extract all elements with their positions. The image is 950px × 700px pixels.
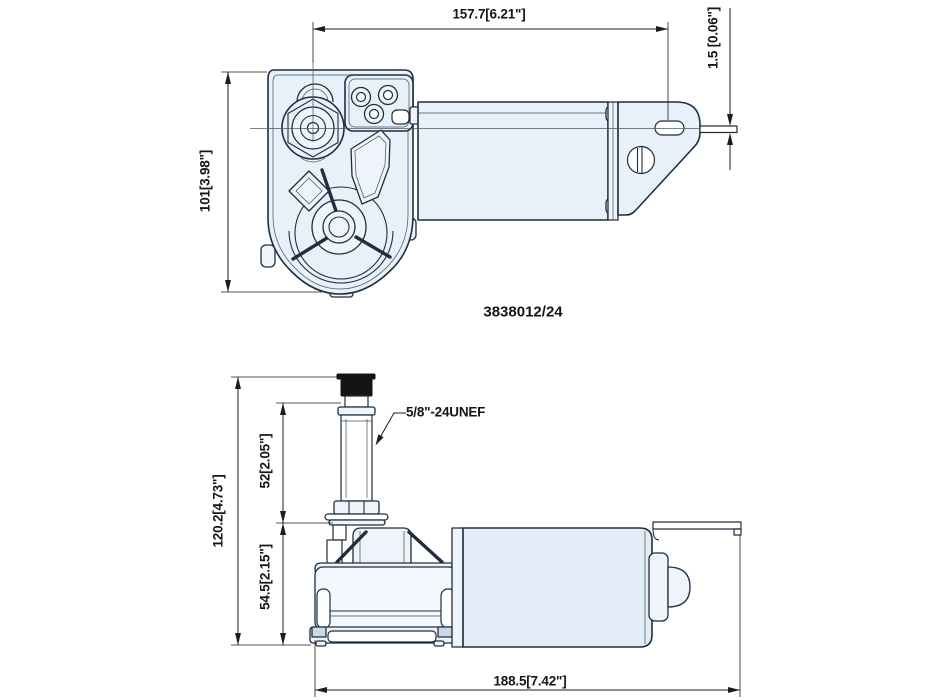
dimension-tab-thickness	[727, 8, 733, 170]
gearbox-body-side	[309, 566, 458, 647]
mounting-bracket-side	[652, 521, 742, 541]
spoked-wheel	[291, 168, 392, 261]
part-number: 3838012/24	[483, 303, 563, 321]
bearing-boss-dome	[667, 566, 691, 608]
shaft-nut-cap	[340, 378, 373, 397]
bracket-slot-hole	[654, 120, 685, 136]
dimension-total-length	[314, 535, 741, 697]
dimension-body-height	[280, 523, 286, 645]
motor-cylinder-side	[451, 527, 691, 648]
dim-width-label: 157.7[6.21"]	[452, 6, 526, 22]
top-view-drawing	[221, 8, 738, 298]
mounting-bracket-top	[617, 101, 738, 216]
dimension-height	[221, 71, 322, 293]
connector-block	[344, 74, 414, 132]
hex-nut	[333, 500, 380, 515]
bracket-screw	[626, 145, 656, 175]
dimension-shaft-height	[276, 402, 341, 524]
dim-tab-thickness-label: 1.5 [0.06"]	[705, 7, 721, 69]
dim-total-height-label: 120.2[4.73"]	[210, 474, 226, 548]
cover-plate	[350, 129, 391, 205]
dim-height-label: 101[3.98"]	[197, 149, 213, 213]
dim-total-length-label: 188.5[7.42"]	[493, 673, 567, 689]
dim-body-height-label: 54.5[2.15"]	[257, 544, 273, 610]
dim-shaft-height-label: 52[2.05"]	[257, 433, 273, 489]
shaft-washer	[324, 513, 389, 521]
thread-leader-line	[375, 412, 406, 446]
output-shaft-side	[324, 373, 389, 541]
bearing-boss-step	[648, 552, 669, 622]
motor-cylinder-top	[409, 101, 623, 221]
centerlines-top	[250, 60, 700, 142]
bracket-tab	[699, 125, 738, 134]
crank-arm	[288, 170, 330, 212]
dimension-total-height	[231, 376, 341, 646]
dimension-width	[312, 22, 669, 120]
side-view-drawing	[231, 373, 742, 697]
shaft-nut-cap-top	[336, 373, 376, 380]
thread-label: 5/8"-24UNEF	[406, 404, 486, 420]
